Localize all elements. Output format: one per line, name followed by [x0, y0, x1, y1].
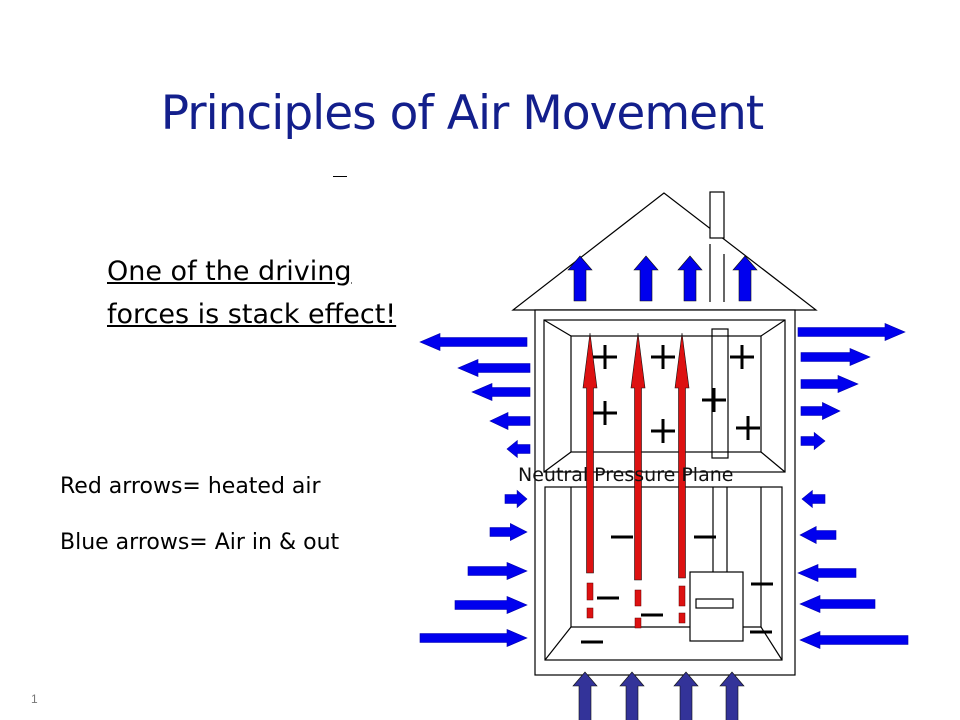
air-in-arrow — [467, 561, 528, 581]
room-edge — [760, 319, 786, 337]
upper-flue — [711, 328, 729, 459]
slide-title: Principles of Air Movement — [160, 86, 765, 141]
heated-air-arrow-dash — [634, 617, 642, 629]
furnace — [689, 571, 744, 642]
ground-infiltration-arrow — [673, 671, 699, 720]
room-edge — [543, 451, 572, 473]
air-out-arrow — [489, 411, 531, 431]
air-in-arrow — [504, 489, 528, 509]
small-dash — [333, 176, 347, 177]
ground-infiltration-arrow — [572, 671, 598, 720]
legend-red-arrows: Red arrows= heated air — [60, 474, 321, 499]
air-in-arrow — [799, 594, 876, 614]
room-edge — [543, 319, 572, 337]
air-out-arrow — [419, 332, 528, 352]
roof-exhaust-arrow — [677, 255, 703, 302]
roof-exhaust-arrow — [732, 255, 758, 302]
legend-blue-arrows: Blue arrows= Air in & out — [60, 530, 340, 555]
room-edge — [760, 451, 786, 473]
neutral-pressure-plane-label: Neutral Pressure Plane — [518, 464, 734, 486]
air-in-arrow — [797, 563, 857, 583]
air-out-arrow — [800, 347, 871, 367]
ground-infiltration-arrow — [719, 671, 745, 720]
furnace-slot — [695, 598, 734, 609]
air-out-arrow — [457, 358, 531, 378]
lower-room-outer — [544, 486, 783, 661]
air-out-arrow — [471, 382, 531, 402]
roof — [511, 192, 818, 311]
heated-air-arrow — [674, 332, 690, 579]
heated-air-arrow-dash — [678, 612, 686, 624]
upper-room-inner — [570, 335, 762, 453]
heated-air-arrow-dash — [586, 582, 594, 601]
heated-air-arrow-dash — [586, 607, 594, 619]
air-out-arrow — [506, 439, 531, 459]
heated-air-arrow-dash — [678, 585, 686, 607]
ground-infiltration-arrow — [619, 671, 645, 720]
air-out-arrow — [800, 374, 859, 394]
chimney-top — [709, 191, 725, 239]
house-wall — [534, 309, 796, 676]
air-out-arrow — [800, 401, 841, 421]
lead-text: One of the driving forces is stack effec… — [107, 256, 397, 330]
air-in-arrow — [799, 630, 909, 650]
room-edge — [544, 626, 572, 661]
roof-exhaust-arrow — [633, 255, 659, 302]
upper-room-outer — [543, 319, 786, 473]
heated-air-arrow-dash — [634, 589, 642, 607]
roof-exhaust-arrow — [567, 255, 593, 302]
air-out-arrow — [800, 431, 826, 451]
air-in-arrow — [454, 595, 528, 615]
page-number: 1 — [31, 692, 38, 706]
air-in-arrow — [799, 525, 837, 545]
heated-air-arrow — [630, 332, 646, 581]
air-in-arrow — [419, 628, 528, 648]
air-in-arrow — [801, 489, 826, 509]
air-out-arrow — [797, 322, 906, 342]
heated-air-arrow — [582, 332, 598, 574]
air-in-arrow — [489, 522, 528, 542]
